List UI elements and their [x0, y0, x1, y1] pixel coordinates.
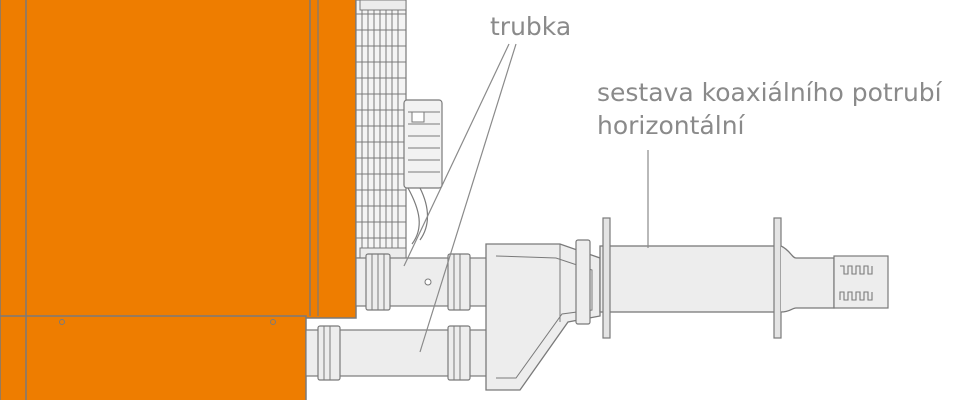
boiler-body — [0, 0, 357, 400]
coaxial-adapter — [485, 239, 601, 391]
label-pipe: trubka — [490, 12, 572, 41]
inner-wall-rosette — [602, 217, 611, 339]
label-assembly-line2: horizontální — [597, 111, 745, 140]
pipe-lower — [305, 325, 489, 381]
boiler-screw-left — [59, 319, 65, 325]
pipe-upper — [355, 253, 489, 311]
fan-unit — [403, 99, 443, 245]
leader-trubka-lower — [419, 43, 517, 353]
flue-terminal — [833, 255, 889, 309]
label-assembly-line1: sestava koaxiálního potrubí — [597, 78, 942, 107]
heat-exchanger — [355, 0, 407, 259]
outer-wall-rosette — [773, 217, 782, 339]
boiler-screw-right — [270, 319, 276, 325]
leader-trubka-upper — [403, 43, 510, 267]
leader-lines — [403, 43, 649, 353]
coaxial-pipe-horizontal — [599, 217, 889, 339]
label-coaxial-assembly: sestava koaxiálního potrubí horizontální — [597, 76, 942, 142]
